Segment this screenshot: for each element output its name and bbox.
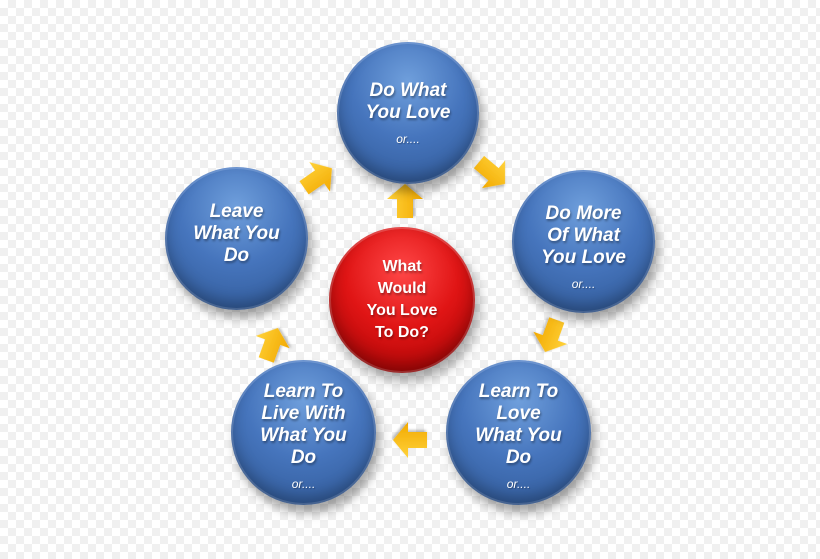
node-learn-to-live-with-what-you-do: Learn To Live With What You Do or.... [231, 360, 376, 505]
node-do-more-of-what-you-love: Do More Of What You Love or.... [512, 170, 655, 313]
center-question-circle: What Would You Love To Do? [329, 227, 475, 373]
node-learn-to-love-what-you-do: Learn To Love What You Do or.... [446, 360, 591, 505]
node-title: Learn To Love What You Do [475, 380, 562, 468]
node-title: Do More Of What You Love [541, 202, 626, 268]
arrow-icon [255, 328, 290, 363]
node-continuation: or.... [571, 276, 596, 291]
node-leave-what-you-do: Leave What You Do [165, 167, 308, 310]
node-do-what-you-love: Do What You Love or.... [337, 42, 479, 184]
arrow-icon [387, 184, 423, 218]
node-title: Leave What You Do [193, 200, 280, 266]
node-title: Do What You Love [365, 80, 451, 123]
arrow-icon [393, 422, 427, 458]
arrow-icon [533, 317, 568, 352]
node-continuation: or.... [506, 476, 531, 491]
node-continuation: or.... [396, 132, 420, 146]
arrow-icon [473, 155, 506, 189]
node-continuation: or.... [291, 476, 316, 491]
center-question-text: What Would You Love To Do? [366, 258, 438, 341]
arrow-icon [299, 162, 332, 195]
node-title: Learn To Live With What You Do [260, 380, 347, 468]
